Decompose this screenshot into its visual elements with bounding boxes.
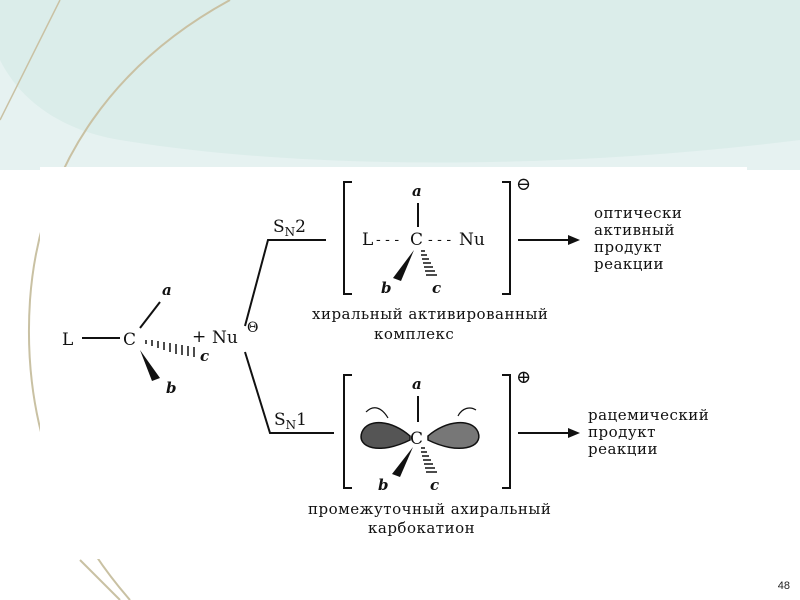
sn1-product-line2: продукт	[588, 423, 656, 441]
sn2-product-line2: активный	[594, 221, 675, 239]
substituent-b-label: b	[166, 379, 177, 397]
complex-c-label: c	[432, 279, 441, 297]
substituent-c-label: c	[200, 347, 209, 365]
nucleophile-attack-arrow-right	[457, 407, 477, 417]
leaving-group-label: L	[62, 330, 73, 350]
complex-carbon-label: C	[410, 230, 423, 250]
sn1-caption-line1: промежуточный ахиральный	[308, 500, 551, 518]
sn1-branch-line	[244, 351, 334, 434]
complex-hashed-c	[421, 250, 437, 276]
sn2-right-bracket	[502, 181, 511, 295]
sn2-left-bracket	[343, 181, 352, 295]
sn1-left-bracket	[343, 374, 352, 489]
cation-wedge-b	[392, 447, 413, 477]
complex-wedge-b	[393, 250, 414, 281]
cation-b-label: b	[378, 476, 389, 494]
cation-p-orbital-right	[427, 421, 480, 449]
sn2-product-line3: продукт	[594, 238, 662, 256]
bond-c-a	[139, 301, 161, 329]
cation-hashed-c	[421, 447, 437, 473]
complex-dash-right: - - -	[428, 232, 451, 248]
sn2-negative-charge: ⊖	[516, 174, 531, 195]
sn2-arrow-head	[568, 235, 580, 245]
wedge-bond-b	[140, 350, 160, 381]
plus-sign: +	[192, 327, 206, 347]
sn2-product-line1: оптически	[594, 204, 682, 222]
nucleophile-label: Nu	[212, 328, 238, 348]
sn1-right-bracket	[502, 374, 511, 489]
carbon-center-label: C	[123, 330, 136, 350]
sn2-caption-line2: комплекс	[374, 325, 454, 343]
complex-dash-left: - - -	[376, 232, 399, 248]
sn1-arrow-head	[568, 428, 580, 438]
substituent-a-label: a	[162, 281, 172, 299]
sn1-caption-line2: карбокатион	[368, 519, 475, 537]
hashed-bond-c	[145, 340, 195, 357]
cation-carbon-label: C	[410, 429, 423, 449]
complex-nu-label: Nu	[459, 230, 485, 250]
nucleophile-attack-arrow-left	[365, 407, 389, 419]
cation-c-label: c	[430, 476, 439, 494]
page-number: 48	[777, 580, 790, 592]
sn2-label: SN2	[273, 217, 306, 239]
diagram-panel	[40, 167, 747, 559]
sn1-product-line3: реакции	[588, 440, 658, 458]
sn2-caption-line1: хиральный активированный	[312, 305, 548, 323]
sn2-branch-line	[244, 239, 326, 327]
sn1-label: SN1	[274, 410, 307, 432]
cation-a-label: a	[412, 375, 422, 393]
cation-p-orbital-left	[360, 422, 411, 449]
sn1-positive-charge: ⊕	[516, 367, 531, 388]
nucleophile-charge: Θ	[247, 320, 258, 336]
sn1-product-line1: рацемический	[588, 406, 709, 424]
complex-b-label: b	[381, 279, 392, 297]
sn2-product-line4: реакции	[594, 255, 664, 273]
complex-a-label: a	[412, 182, 422, 200]
complex-l-label: L	[362, 230, 373, 250]
